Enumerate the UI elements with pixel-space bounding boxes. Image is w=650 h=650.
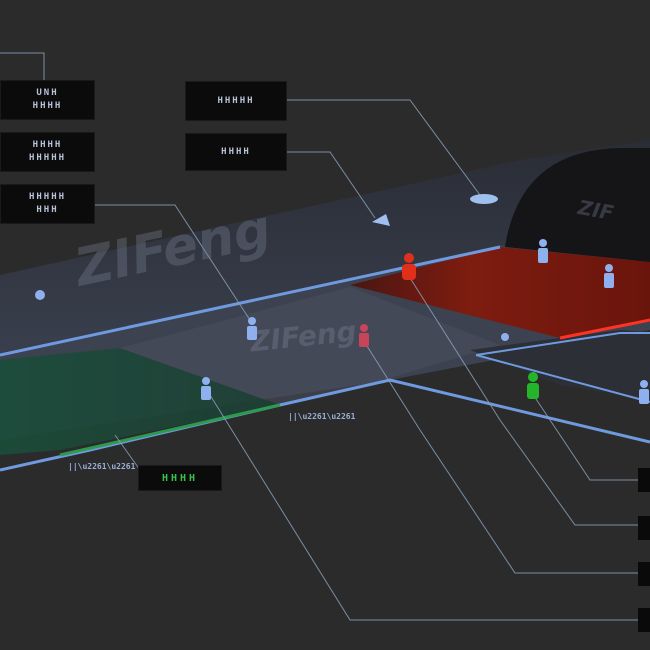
- person-blue-center: [247, 317, 257, 340]
- platform-marker-2: ||\u2261\u2261: [68, 462, 136, 471]
- leader-lines: [0, 52, 640, 621]
- person-green: [527, 372, 539, 399]
- person-red: [402, 253, 416, 280]
- label-box-mid-1: HHHHH: [185, 81, 287, 121]
- figures: [201, 239, 649, 404]
- cone-icon: [372, 214, 390, 226]
- red-zone: [350, 247, 650, 338]
- edge-tab-1: [638, 468, 650, 492]
- label-line: HHHH: [32, 101, 63, 111]
- center-zone: [120, 287, 500, 405]
- label-line: HHHHH: [28, 153, 67, 163]
- person-blue-tunnel: [538, 239, 548, 263]
- green-edge: [59, 403, 281, 457]
- person-blue-edge: [639, 380, 649, 404]
- label-box-left-2: HHHH HHHHH: [0, 132, 95, 172]
- edge-tab-4: [638, 608, 650, 632]
- green-zone: [0, 348, 280, 455]
- lower-lane: [470, 330, 650, 400]
- label-line: HHH: [36, 205, 59, 215]
- label-box-left-1: UNH HHHH: [0, 80, 95, 120]
- label-box-left-3: HHHHH HHH: [0, 184, 95, 224]
- sensor-icon-left: [35, 290, 45, 300]
- platform-marker-1: ||\u2261\u2261: [288, 412, 356, 421]
- person-blue-right: [604, 264, 614, 288]
- label-line: HHHH: [221, 146, 251, 157]
- edge-tab-2: [638, 516, 650, 540]
- label-line: HHHH: [161, 472, 199, 484]
- edge-tab-3: [638, 562, 650, 586]
- red-edge: [559, 318, 650, 340]
- platform-edge-back: [0, 245, 501, 357]
- label-line: UNH: [36, 88, 59, 98]
- label-line: HHHH: [32, 140, 63, 150]
- lane-edge: [475, 332, 650, 356]
- label-line: HHHHH: [217, 95, 255, 106]
- label-box-green: HHHH: [138, 465, 222, 491]
- person-blue-front: [201, 377, 211, 400]
- label-box-mid-2: HHHH: [185, 133, 287, 171]
- person-red-small: [359, 324, 369, 347]
- sensor-icon-right: [501, 333, 509, 341]
- camera-icon: [470, 194, 498, 204]
- lane-edge-2: [475, 354, 650, 403]
- tunnel-arch: [505, 148, 650, 262]
- back-wall-band: [0, 140, 650, 355]
- label-line: HHHHH: [28, 192, 67, 202]
